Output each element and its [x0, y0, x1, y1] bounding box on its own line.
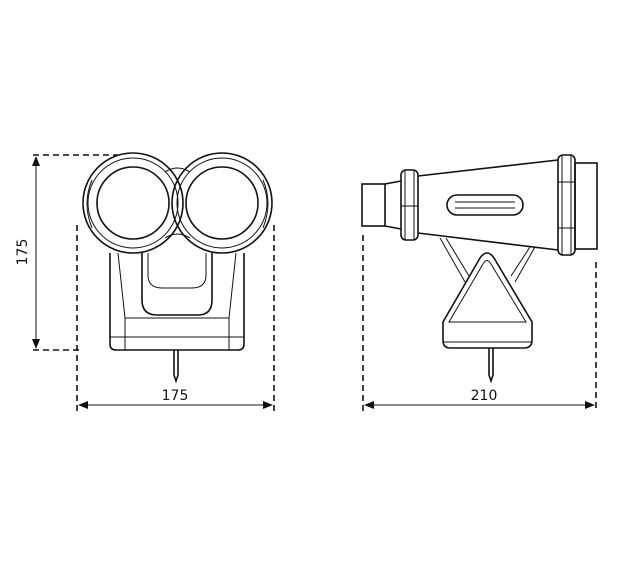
- side-width-label: 210: [471, 388, 498, 404]
- binocular-lenses: [82, 152, 273, 254]
- front-dimension-lines: [32, 154, 275, 412]
- telescope-body: [361, 154, 598, 256]
- front-body: [109, 252, 245, 384]
- front-width-label: 175: [162, 388, 189, 404]
- side-dimension-lines: [362, 235, 597, 412]
- front-view: [32, 152, 275, 412]
- side-view: [361, 154, 598, 412]
- front-height-label: 175: [15, 239, 31, 266]
- side-stand: [439, 237, 536, 384]
